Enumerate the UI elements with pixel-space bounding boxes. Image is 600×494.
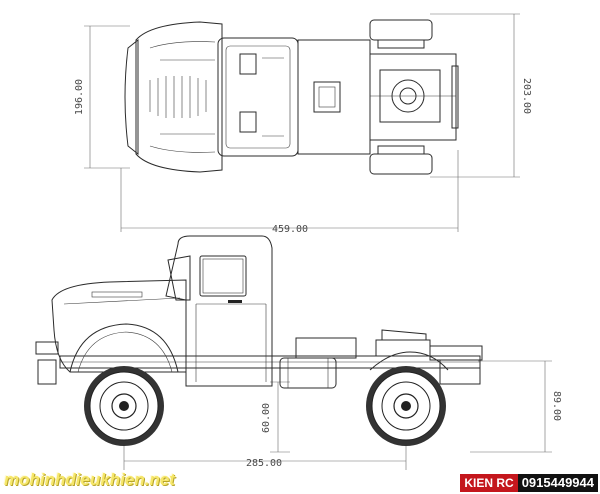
dim-overall-height-label: 89.00	[551, 391, 562, 421]
brand-phone: 0915449944	[517, 474, 598, 492]
rear-tire	[366, 366, 446, 446]
dim-overall-height: 89.00	[470, 360, 562, 453]
site-watermark: mohinhdieukhien.net	[4, 470, 175, 489]
brand-logo: KIEN RC	[460, 474, 518, 492]
dim-top-width-label: 196.00	[74, 79, 85, 115]
dim-frame-height-label: 60.00	[261, 403, 272, 433]
side-view: 285.00 60.00 89.00	[35, 235, 562, 470]
dim-wheelbase-label: 285.00	[246, 458, 282, 469]
dim-overall-length-label: 459.00	[272, 224, 308, 235]
top-view: 196.00 203.00 459.00	[74, 13, 532, 235]
brand-badge: KIEN RC 0915449944	[460, 474, 598, 492]
dim-top-total-width-label: 203.00	[521, 78, 532, 114]
hood-louvers	[149, 76, 207, 118]
front-tire	[84, 366, 164, 446]
top-rear-tires	[369, 19, 433, 175]
dim-overall-length: 459.00	[120, 150, 459, 235]
dim-frame-height: 60.00	[261, 381, 290, 453]
dim-top-total-width: 203.00	[430, 13, 532, 178]
dim-top-width: 196.00	[74, 25, 130, 169]
